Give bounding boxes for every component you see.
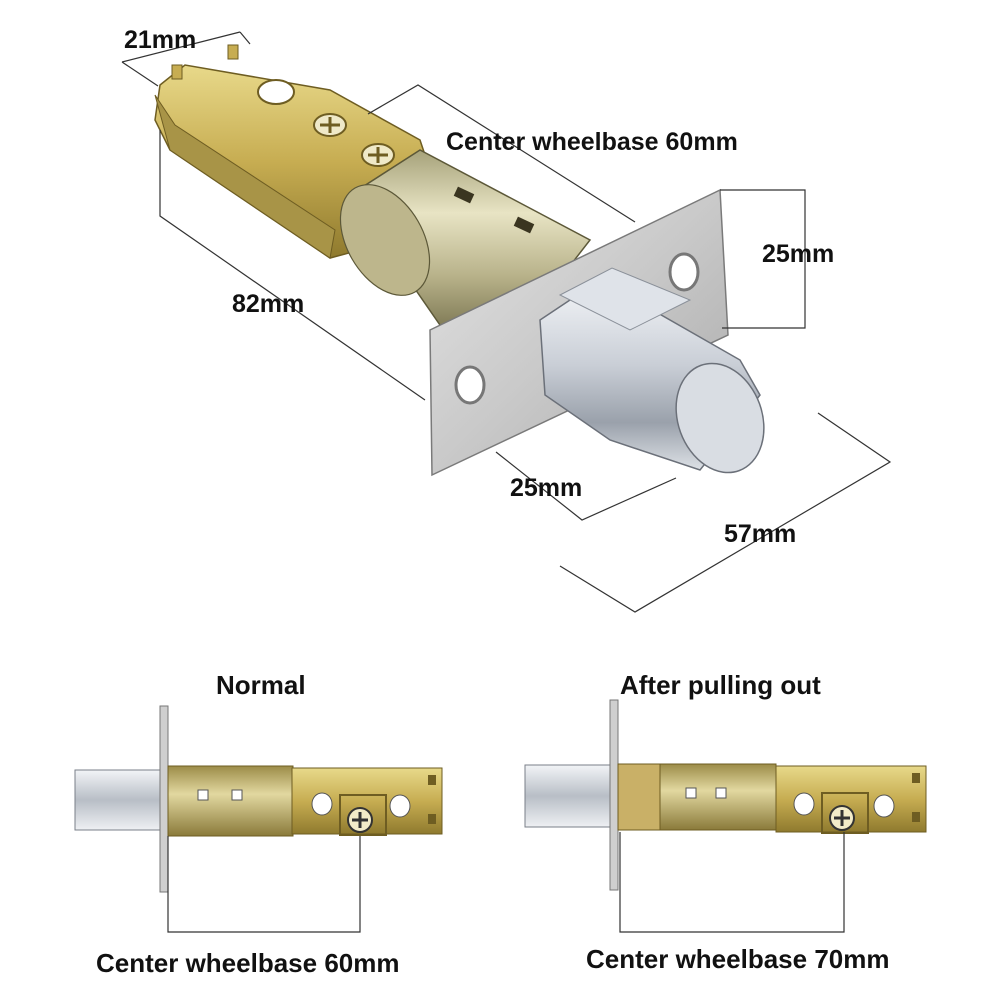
main-latch xyxy=(154,44,765,477)
dim-bolt-length-label: 57mm xyxy=(724,520,797,548)
bolt-end xyxy=(675,362,765,474)
dim-center-label: Center wheelbase 60mm xyxy=(446,128,738,156)
normal-latch xyxy=(74,705,443,893)
pulled-caption: Center wheelbase 70mm xyxy=(586,944,890,974)
normal-title: Normal xyxy=(216,670,306,700)
brass-bracket-side xyxy=(154,94,336,259)
dim-plate-width-label: 25mm xyxy=(510,474,583,502)
pulled-inner-tube xyxy=(617,763,661,831)
bracket-hole xyxy=(257,79,295,105)
pulled-dimension xyxy=(619,832,845,933)
dim-width-label: 21mm xyxy=(124,26,197,54)
dim-plate-height-label: 25mm xyxy=(762,240,835,268)
pulled-latch xyxy=(524,699,927,891)
pulled-plate xyxy=(609,699,619,891)
pulled-title: After pulling out xyxy=(620,670,821,700)
pulled-bolt xyxy=(524,764,616,828)
normal-plate xyxy=(159,705,169,893)
plate-hole-bottom xyxy=(454,365,486,405)
normal-cylinder xyxy=(167,765,294,837)
dim-length-label: 82mm xyxy=(232,290,305,318)
plate-hole-top xyxy=(668,252,700,292)
normal-bolt xyxy=(74,769,166,831)
normal-caption: Center wheelbase 60mm xyxy=(96,948,400,978)
normal-dimension xyxy=(167,836,361,933)
